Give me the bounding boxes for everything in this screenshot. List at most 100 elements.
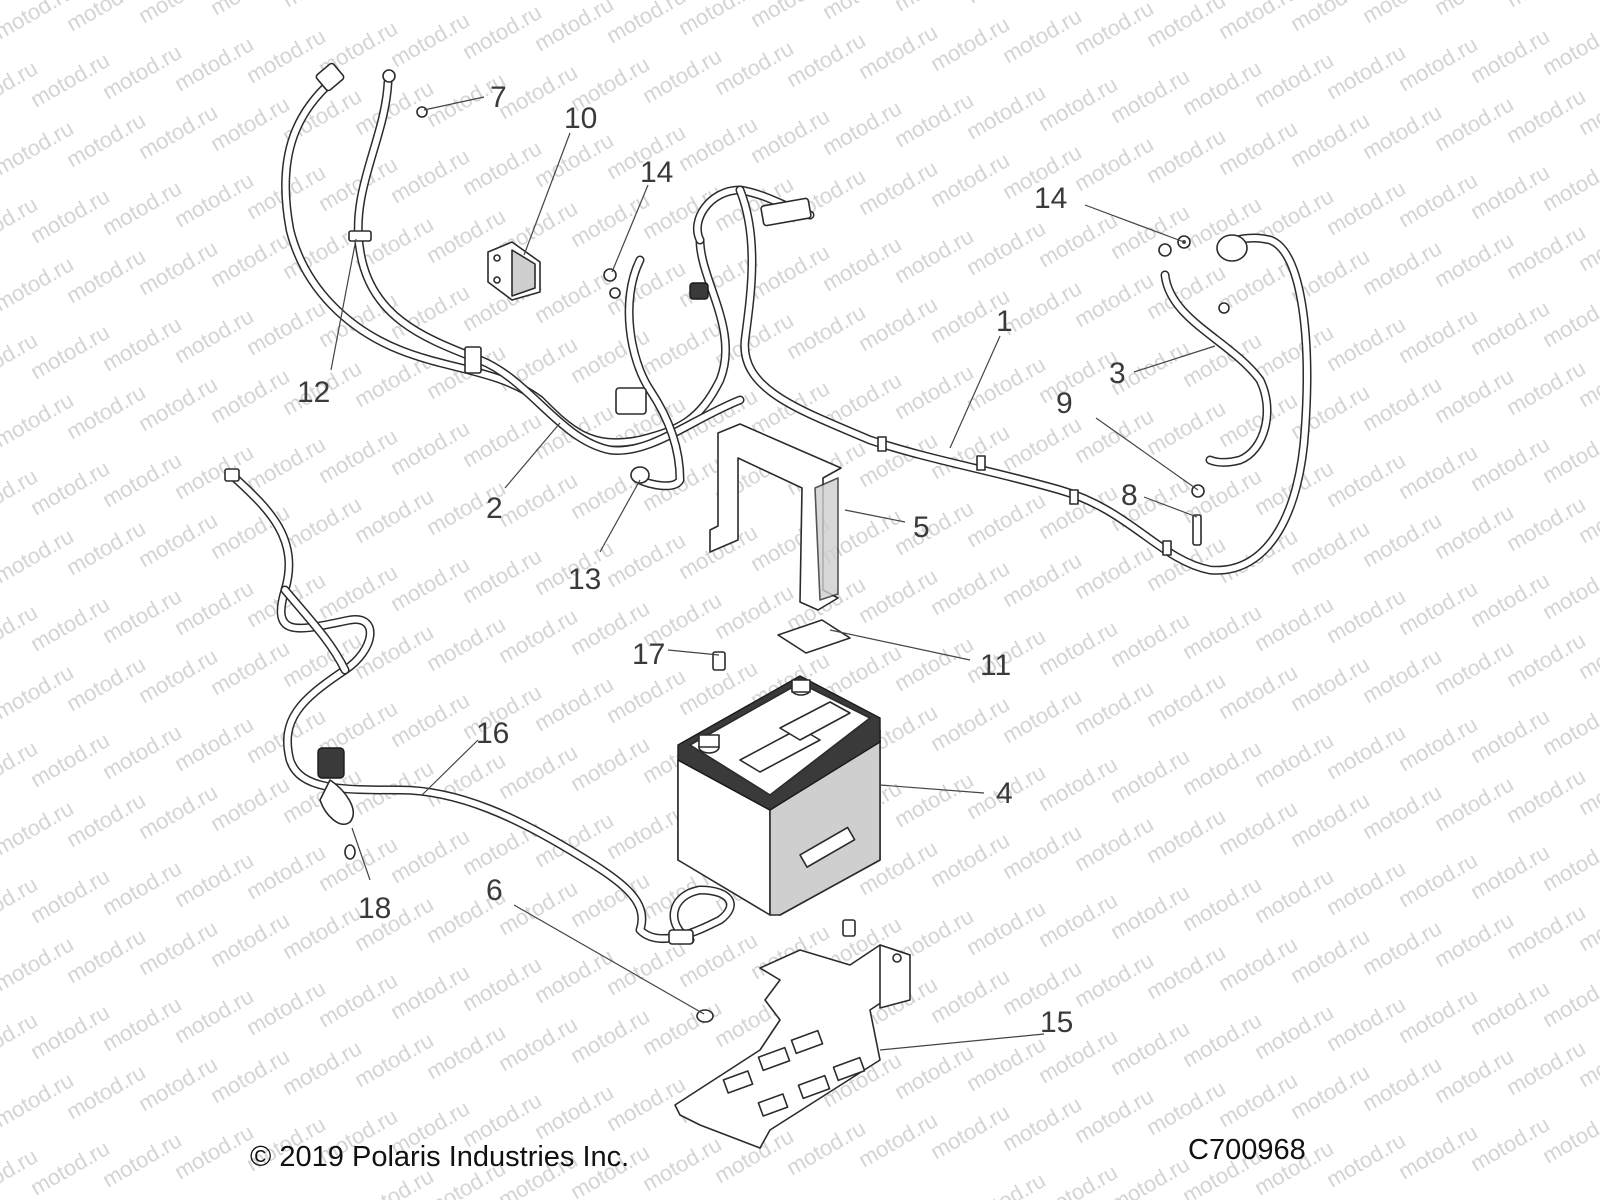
watermark-text: motod.ru bbox=[890, 631, 978, 696]
watermark-text: motod.ru bbox=[962, 79, 1050, 144]
watermark-text: motod.ru bbox=[1430, 907, 1518, 972]
watermark-text: motod.ru bbox=[890, 87, 978, 152]
watermark-text: motod.ru bbox=[998, 683, 1086, 748]
watermark-text: motod.ru bbox=[1358, 507, 1446, 572]
watermark-text: motod.ru bbox=[1070, 947, 1158, 1012]
callout-4: 4 bbox=[996, 777, 1013, 810]
watermark-text: motod.ru bbox=[98, 855, 186, 920]
watermark-text: motod.ru bbox=[98, 175, 186, 240]
watermark-text: motod.ru bbox=[134, 507, 222, 572]
watermark-text: motod.ru bbox=[1430, 91, 1518, 156]
watermark-text: motod.ru bbox=[1250, 47, 1338, 112]
watermark-text: motod.ru bbox=[890, 1039, 978, 1104]
watermark-text: motod.ru bbox=[926, 555, 1014, 620]
watermark-text: motod.ru bbox=[1250, 319, 1338, 384]
watermark-text: motod.ru bbox=[386, 143, 474, 208]
watermark-text: motod.ru bbox=[1394, 1119, 1482, 1184]
watermark-text: motod.ru bbox=[98, 583, 186, 648]
watermark-text: motod.ru bbox=[98, 1127, 186, 1192]
watermark-text: motod.ru bbox=[602, 663, 690, 728]
watermark-text: motod.ru bbox=[206, 363, 294, 428]
watermark-text: motod.ru bbox=[1502, 83, 1590, 148]
watermark-text: motod.ru bbox=[1286, 1059, 1374, 1124]
watermark-text: motod.ru bbox=[1106, 743, 1194, 808]
watermark-text: motod.ru bbox=[962, 0, 1050, 8]
watermark-text: motod.ru bbox=[62, 243, 150, 308]
watermark-text: motod.ru bbox=[134, 643, 222, 708]
watermark-text: motod.ru bbox=[1430, 363, 1518, 428]
watermark-text: motod.ru bbox=[566, 1003, 654, 1068]
watermark-text: motod.ru bbox=[1358, 779, 1446, 844]
watermark-text: motod.ru bbox=[998, 547, 1086, 612]
watermark-text: motod.ru bbox=[170, 983, 258, 1048]
watermark-text: motod.ru bbox=[530, 807, 618, 872]
watermark-text: motod.ru bbox=[1574, 0, 1600, 4]
watermark-text: motod.ru bbox=[1106, 63, 1194, 128]
watermark-text: motod.ru bbox=[1142, 803, 1230, 868]
harness-2 bbox=[281, 62, 815, 491]
watermark-text: motod.ru bbox=[638, 1131, 726, 1196]
callout-14a: 14 bbox=[640, 156, 673, 189]
watermark-text: motod.ru bbox=[1250, 727, 1338, 792]
watermark-text: motod.ru bbox=[602, 935, 690, 1000]
watermark-text: motod.ru bbox=[638, 43, 726, 108]
watermark-text: motod.ru bbox=[890, 767, 978, 832]
watermark-text: motod.ru bbox=[98, 311, 186, 376]
watermark-text: motod.ru bbox=[1286, 515, 1374, 580]
watermark-text: motod.ru bbox=[62, 379, 150, 444]
watermark-text: motod.ru bbox=[170, 711, 258, 776]
watermark-text: motod.ru bbox=[998, 1091, 1086, 1156]
watermark-text: motod.ru bbox=[1430, 1043, 1518, 1108]
watermark-text: motod.ru bbox=[206, 0, 294, 20]
watermark-text: motod.ru bbox=[1394, 575, 1482, 640]
watermark-text: motod.ru bbox=[1178, 871, 1266, 936]
callout-12: 12 bbox=[297, 376, 330, 409]
watermark-text: motod.ru bbox=[818, 0, 906, 24]
cable-16 bbox=[224, 468, 735, 945]
relay-10 bbox=[487, 241, 541, 301]
watermark-text: motod.ru bbox=[926, 827, 1014, 892]
watermark-text: motod.ru bbox=[26, 999, 114, 1064]
watermark-text: motod.ru bbox=[26, 727, 114, 792]
callout-16: 16 bbox=[476, 717, 509, 750]
watermark-text: motod.ru bbox=[962, 215, 1050, 280]
watermark-text: motod.ru bbox=[602, 527, 690, 592]
watermark-text: motod.ru bbox=[1070, 267, 1158, 332]
watermark-text: motod.ru bbox=[494, 603, 582, 668]
watermark-text: motod.ru bbox=[1466, 839, 1554, 904]
watermark-text: motod.ru bbox=[998, 819, 1086, 884]
cable-1 bbox=[735, 185, 1312, 575]
watermark-text: motod.ru bbox=[1394, 711, 1482, 776]
watermark-text: motod.ru bbox=[1178, 463, 1266, 528]
watermark-text: motod.ru bbox=[1214, 115, 1302, 180]
watermark-text: motod.ru bbox=[926, 691, 1014, 756]
watermark-text: motod.ru bbox=[962, 895, 1050, 960]
watermark-text: motod.ru bbox=[530, 127, 618, 192]
watermark-text: motod.ru bbox=[1502, 1035, 1590, 1100]
watermark-text: motod.ru bbox=[206, 227, 294, 292]
watermark-text: motod.ru bbox=[494, 875, 582, 940]
watermark-text: motod.ru bbox=[134, 779, 222, 844]
watermark-text: motod.ru bbox=[674, 111, 762, 176]
watermark-text: motod.ru bbox=[386, 687, 474, 752]
watermark-text: motod.ru bbox=[1394, 31, 1482, 96]
callout-5: 5 bbox=[913, 511, 930, 544]
watermark-text: motod.ru bbox=[962, 1167, 1050, 1200]
watermark-text: motod.ru bbox=[1358, 643, 1446, 708]
watermark-text: motod.ru bbox=[170, 1119, 258, 1184]
callout-7: 7 bbox=[490, 81, 507, 114]
watermark-text: motod.ru bbox=[1430, 0, 1518, 20]
watermark-text: motod.ru bbox=[1322, 1127, 1410, 1192]
watermark-text: motod.ru bbox=[782, 1115, 870, 1180]
watermark-text: motod.ru bbox=[1358, 99, 1446, 164]
watermark-text: motod.ru bbox=[926, 147, 1014, 212]
watermark-text: motod.ru bbox=[314, 967, 402, 1032]
watermark-text: motod.ru bbox=[1070, 811, 1158, 876]
callout-2: 2 bbox=[486, 492, 503, 525]
watermark-text: motod.ru bbox=[1250, 863, 1338, 928]
watermark-text: motod.ru bbox=[422, 611, 510, 676]
watermark-text: motod.ru bbox=[1322, 39, 1410, 104]
watermark-text: motod.ru bbox=[530, 1079, 618, 1144]
watermark-text: motod.ru bbox=[206, 771, 294, 836]
watermark-text: motod.ru bbox=[1178, 327, 1266, 392]
